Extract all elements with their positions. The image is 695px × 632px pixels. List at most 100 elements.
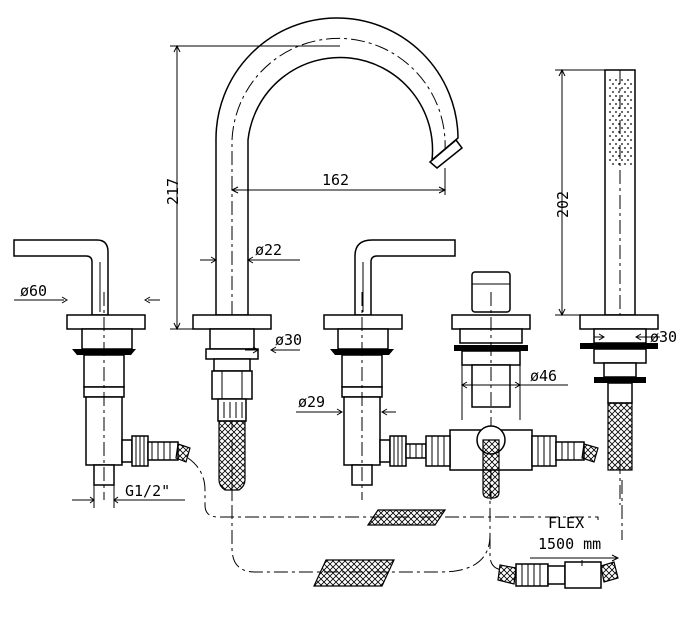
spout-reach-dimension: 162 xyxy=(230,168,447,195)
nozzle-dot xyxy=(627,159,629,161)
left-lever-handle xyxy=(13,239,191,500)
nozzle-dot xyxy=(618,107,620,109)
nozzle-dot xyxy=(618,123,620,125)
nozzle-dot xyxy=(609,87,611,89)
nozzle-dot xyxy=(627,127,629,129)
handshower-base-dimension: ø30 xyxy=(594,328,677,346)
nozzle-dot xyxy=(627,111,629,113)
nozzle-dot xyxy=(609,95,611,97)
handshower xyxy=(579,69,659,471)
nozzle-dot xyxy=(621,127,623,129)
nozzle-dot xyxy=(624,123,626,125)
nozzle-dot xyxy=(627,87,629,89)
nozzle-dot xyxy=(621,95,623,97)
handshower-length-dimension: 202 xyxy=(554,68,605,317)
nozzle-dot xyxy=(627,143,629,145)
nozzle-dot xyxy=(621,143,623,145)
nozzle-dot xyxy=(627,151,629,153)
nozzle-dot xyxy=(612,99,614,101)
nozzle-dot xyxy=(630,91,632,93)
nozzle-dot xyxy=(615,103,617,105)
spout-height-label: 217 xyxy=(164,178,182,205)
nozzle-dot xyxy=(609,135,611,137)
nozzle-dot xyxy=(624,99,626,101)
nozzle-dot xyxy=(630,147,632,149)
nozzle-dot xyxy=(609,143,611,145)
nozzle-dot xyxy=(624,139,626,141)
spout-reach-label: 162 xyxy=(322,171,349,189)
nozzle-dot xyxy=(624,163,626,165)
valve-body-diameter-label: ø29 xyxy=(298,393,325,411)
nozzle-dot xyxy=(615,143,617,145)
diverter-diameter-label: ø46 xyxy=(530,367,557,385)
nozzle-dot xyxy=(618,139,620,141)
flex-hose-dimension: FLEX 1500 mm xyxy=(530,514,620,562)
nozzle-dot xyxy=(612,131,614,133)
thread-dimension: G1/2" xyxy=(72,482,185,508)
nozzle-dot xyxy=(621,103,623,105)
nozzle-dot xyxy=(621,87,623,89)
handshower-length-label: 202 xyxy=(554,191,572,218)
nozzle-dot xyxy=(630,99,632,101)
nozzle-dot xyxy=(618,115,620,117)
nozzle-dot xyxy=(618,91,620,93)
nozzle-dot xyxy=(612,163,614,165)
nozzle-dot xyxy=(621,119,623,121)
nozzle-dot xyxy=(615,127,617,129)
nozzle-dot xyxy=(612,91,614,93)
nozzle-dot xyxy=(615,87,617,89)
lever-base-dimension: ø60 xyxy=(14,282,160,304)
nozzle-dot xyxy=(618,99,620,101)
nozzle-dot xyxy=(624,115,626,117)
nozzle-dot xyxy=(615,111,617,113)
flex-hose-connector xyxy=(497,560,619,589)
nozzle-dot xyxy=(627,103,629,105)
nozzle-dot xyxy=(630,83,632,85)
nozzle-dot xyxy=(609,151,611,153)
nozzle-dot xyxy=(612,139,614,141)
nozzle-dot xyxy=(609,79,611,81)
nozzle-dot xyxy=(615,135,617,137)
spout-base-dimension: ø30 xyxy=(245,331,302,354)
nozzle-dot xyxy=(624,155,626,157)
nozzle-dot xyxy=(624,83,626,85)
nozzle-dot xyxy=(624,107,626,109)
nozzle-dot xyxy=(612,155,614,157)
nozzle-dot xyxy=(624,147,626,149)
nozzle-dot xyxy=(627,95,629,97)
nozzle-dot xyxy=(621,151,623,153)
nozzle-dot xyxy=(615,95,617,97)
nozzle-dot xyxy=(609,127,611,129)
nozzle-dot xyxy=(618,83,620,85)
nozzle-dot xyxy=(627,135,629,137)
nozzle-dot xyxy=(612,115,614,117)
base-diameter-label: ø30 xyxy=(275,331,302,349)
nozzle-dot xyxy=(630,123,632,125)
spout-diameter-label: ø22 xyxy=(255,241,282,259)
nozzle-dot xyxy=(630,115,632,117)
nozzle-dot xyxy=(612,107,614,109)
nozzle-dot xyxy=(621,135,623,137)
nozzle-dot xyxy=(621,79,623,81)
nozzle-dot xyxy=(615,159,617,161)
nozzle-dot xyxy=(618,155,620,157)
nozzle-dot xyxy=(621,159,623,161)
handshower-base-diameter-label: ø30 xyxy=(650,328,677,346)
nozzle-dot xyxy=(630,107,632,109)
nozzle-dot xyxy=(612,123,614,125)
nozzle-dot xyxy=(621,111,623,113)
nozzle-dot xyxy=(630,131,632,133)
nozzle-dot xyxy=(627,79,629,81)
spout-height-dimension: 217 xyxy=(164,44,340,331)
handshower-nozzles xyxy=(609,79,632,165)
nozzle-dot xyxy=(609,159,611,161)
lever-base-diameter-label: ø60 xyxy=(20,282,47,300)
hose-label: FLEX xyxy=(548,514,584,532)
hose-break-marker-upper xyxy=(366,509,447,526)
nozzle-dot xyxy=(630,139,632,141)
nozzle-dot xyxy=(609,111,611,113)
nozzle-dot xyxy=(618,163,620,165)
nozzle-dot xyxy=(612,83,614,85)
gooseneck-spout xyxy=(192,17,464,500)
hose-break-marker-lower xyxy=(313,559,395,587)
